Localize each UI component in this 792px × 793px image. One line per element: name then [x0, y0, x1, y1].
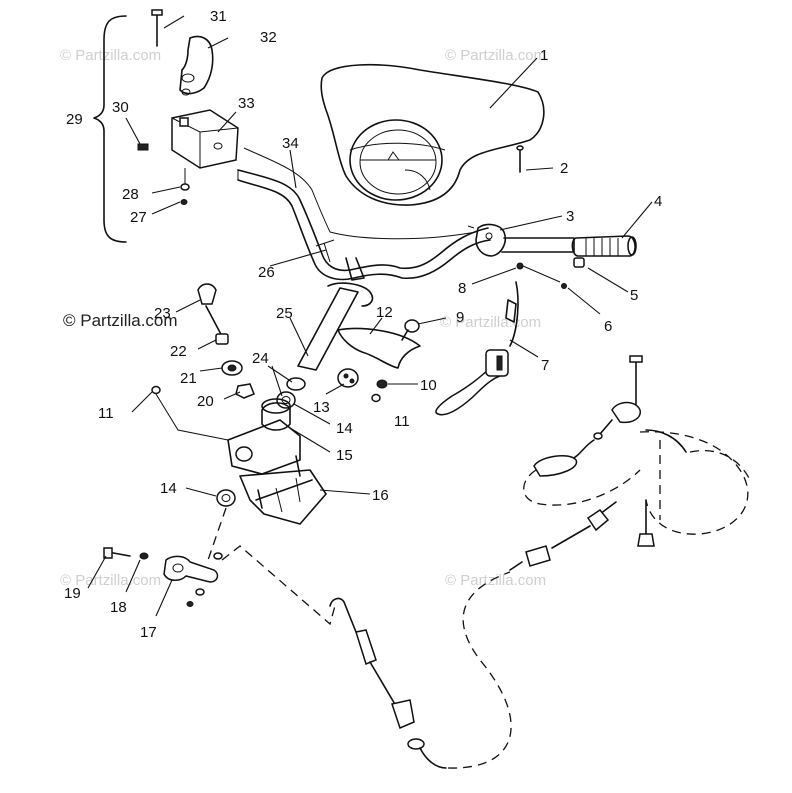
watermark-text: © Partzilla.com — [60, 572, 161, 589]
part-steering-bracket — [227, 398, 327, 525]
callout-label: 32 — [260, 29, 277, 46]
callout-label: 1 — [540, 47, 548, 64]
callout-label: 16 — [372, 487, 389, 504]
callout-label: 18 — [110, 599, 127, 616]
part-bolt-9 — [401, 319, 420, 341]
part-small-screws — [467, 225, 567, 289]
watermark-text: © Partzilla.com — [445, 572, 546, 589]
callout-label: 11 — [98, 405, 114, 422]
part-end-plug — [573, 257, 585, 268]
watermark-layer: © Partzilla.com © Partzilla.com © Partzi… — [60, 47, 546, 589]
part-column-cover — [337, 327, 421, 369]
callout-label: 6 — [604, 318, 612, 335]
callout-label: 19 — [64, 585, 81, 602]
callout-label: 24 — [252, 350, 269, 367]
callout-label: 30 — [112, 99, 129, 116]
callout-label: 29 — [66, 111, 83, 128]
callout-label: 9 — [456, 309, 464, 326]
callout-label: 8 — [458, 280, 466, 297]
callout-label: 27 — [130, 209, 147, 226]
callout-label: 20 — [197, 393, 214, 410]
part-fasteners-left — [197, 283, 255, 399]
part-nut-10 — [376, 379, 388, 389]
watermark-text-dark: © Partzilla.com — [63, 311, 178, 330]
callout-label: 26 — [258, 264, 275, 281]
part-handlebar — [237, 147, 491, 281]
part-headlight-pod — [320, 64, 545, 206]
callout-labels: 1 2 3 4 5 6 7 8 9 10 11 11 12 13 14 14 1… — [64, 8, 662, 641]
callout-label: 34 — [282, 135, 299, 152]
callout-label: 10 — [420, 377, 437, 394]
callout-label: 33 — [238, 95, 255, 112]
part-left-control — [93, 9, 239, 243]
part-switch-housing — [475, 223, 575, 257]
callout-label: 14 — [160, 480, 177, 497]
part-screw-2 — [516, 145, 524, 173]
callout-label: 11 — [394, 413, 410, 430]
part-steering-column — [297, 257, 374, 371]
callout-label: 23 — [154, 305, 171, 322]
part-throttle-cable — [329, 571, 512, 769]
part-bushing-13 — [337, 368, 359, 388]
callout-label: 5 — [630, 287, 638, 304]
part-nut-11-right — [371, 393, 381, 403]
callout-label: 3 — [566, 208, 574, 225]
callout-label: 13 — [313, 399, 330, 416]
callout-label: 15 — [336, 447, 353, 464]
callout-label: 17 — [140, 624, 157, 641]
callout-label: 7 — [541, 357, 549, 374]
part-carburetor-linkage — [509, 355, 751, 571]
callout-label: 2 — [560, 160, 568, 177]
part-grip — [571, 235, 637, 257]
assembly-lines — [155, 393, 337, 626]
part-bushing-14-lower — [216, 489, 236, 507]
part-lower-lever — [103, 547, 223, 607]
part-washer-24 — [286, 377, 306, 391]
part-nut-11-left — [151, 385, 161, 395]
callout-label: 21 — [180, 370, 197, 387]
part-throttle-lever — [435, 281, 519, 416]
watermark-text: © Partzilla.com — [445, 47, 546, 64]
callout-label: 25 — [276, 305, 293, 322]
callout-label: 14 — [336, 420, 353, 437]
watermark-text: © Partzilla.com — [60, 47, 161, 64]
callout-label: 12 — [376, 304, 393, 321]
leader-lines — [87, 15, 653, 617]
callout-label: 22 — [170, 343, 187, 360]
callout-label: 31 — [210, 8, 227, 25]
callout-label: 4 — [654, 193, 662, 210]
callout-label: 28 — [122, 186, 139, 203]
